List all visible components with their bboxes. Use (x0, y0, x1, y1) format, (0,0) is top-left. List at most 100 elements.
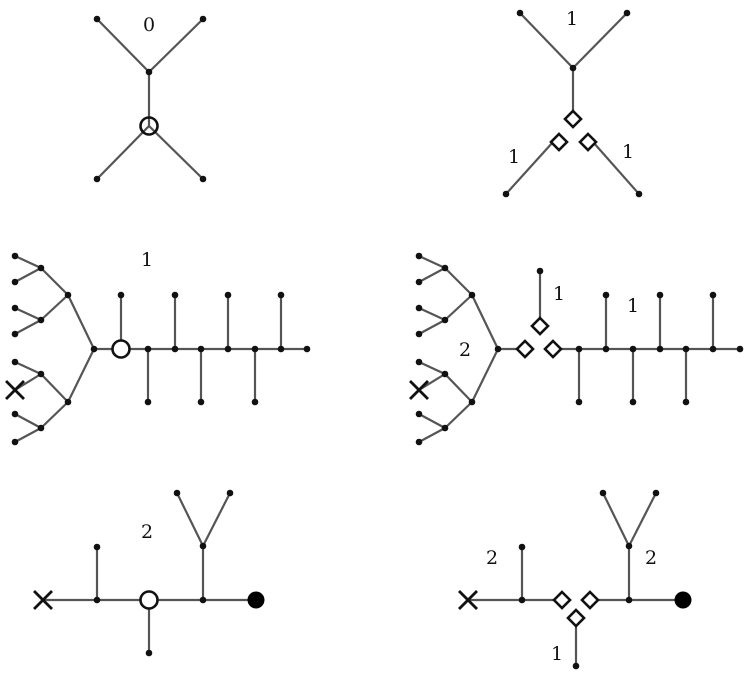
node (226, 489, 234, 497)
diamond-marker (566, 608, 586, 628)
node (199, 542, 207, 550)
edge-weight-label: 0 (143, 14, 155, 36)
node (199, 596, 207, 604)
node (415, 252, 423, 260)
node (11, 438, 19, 446)
node (145, 649, 153, 657)
diagram-middle-right: 1 1 2 (409, 252, 744, 446)
node (145, 68, 153, 76)
node (709, 345, 717, 353)
node (171, 291, 179, 299)
edge-weight-label: 1 (627, 295, 639, 317)
edge-weight-label: 1 (553, 283, 565, 305)
diagram-top-right: 1 1 1 (502, 8, 643, 198)
node (415, 410, 423, 418)
node (197, 345, 205, 353)
ring-marker (139, 590, 159, 610)
node (173, 489, 181, 497)
cross-marker (458, 590, 478, 610)
node (468, 398, 476, 406)
node (37, 370, 45, 378)
node (709, 291, 717, 299)
edge-weight-label: 2 (141, 521, 153, 543)
cross-marker (409, 380, 429, 400)
node (11, 252, 19, 260)
node (516, 9, 524, 17)
node (11, 278, 19, 286)
node (599, 489, 607, 497)
node (37, 424, 45, 432)
terminal-node (674, 591, 692, 609)
node (635, 190, 643, 198)
edge-weight-label: 1 (566, 8, 578, 30)
node (251, 345, 259, 353)
ring-marker (139, 116, 159, 136)
diagram-bottom-right: 2 2 1 (458, 489, 692, 670)
node (197, 398, 205, 406)
node (575, 398, 583, 406)
node (93, 596, 101, 604)
node (441, 316, 449, 324)
edge-weight-label: 2 (459, 339, 471, 361)
node (93, 543, 101, 551)
diamond-marker (563, 109, 583, 129)
ring-marker (111, 339, 131, 359)
node (502, 190, 510, 198)
node (652, 489, 660, 497)
node (602, 291, 610, 299)
cross-marker (33, 590, 53, 610)
edge-weight-label: 2 (645, 547, 657, 569)
cross-marker (5, 380, 25, 400)
node (251, 398, 259, 406)
node (144, 398, 152, 406)
node (11, 358, 19, 366)
node (415, 330, 423, 338)
node (468, 291, 476, 299)
node (93, 175, 101, 183)
diagram-bottom-left: 2 (33, 489, 265, 657)
node (224, 291, 232, 299)
edge-weight-label: 1 (622, 141, 634, 163)
node (277, 291, 285, 299)
node (224, 345, 232, 353)
node (144, 345, 152, 353)
node (415, 278, 423, 286)
node (572, 662, 580, 670)
node (629, 345, 637, 353)
node (199, 175, 207, 183)
node (199, 15, 207, 23)
node (90, 345, 98, 353)
node (441, 424, 449, 432)
node (171, 345, 179, 353)
diamond-marker (530, 316, 550, 336)
node (277, 345, 285, 353)
node (536, 267, 544, 275)
node (625, 542, 633, 550)
node (303, 345, 311, 353)
node (117, 291, 125, 299)
diamond-marker (552, 590, 572, 610)
diamond-marker (580, 590, 600, 610)
diamond-marker (578, 132, 598, 152)
node (656, 345, 664, 353)
node (441, 264, 449, 272)
node (64, 291, 72, 299)
node (602, 345, 610, 353)
node (656, 291, 664, 299)
node (415, 438, 423, 446)
node (625, 596, 633, 604)
node (64, 398, 72, 406)
node (518, 596, 526, 604)
node (629, 398, 637, 406)
node (569, 64, 577, 72)
node (623, 9, 631, 17)
node (575, 345, 583, 353)
diagram-middle-left: 1 (5, 249, 311, 446)
node (37, 264, 45, 272)
node (682, 345, 690, 353)
diamond-marker (543, 339, 563, 359)
node (93, 15, 101, 23)
terminal-node (247, 591, 265, 609)
